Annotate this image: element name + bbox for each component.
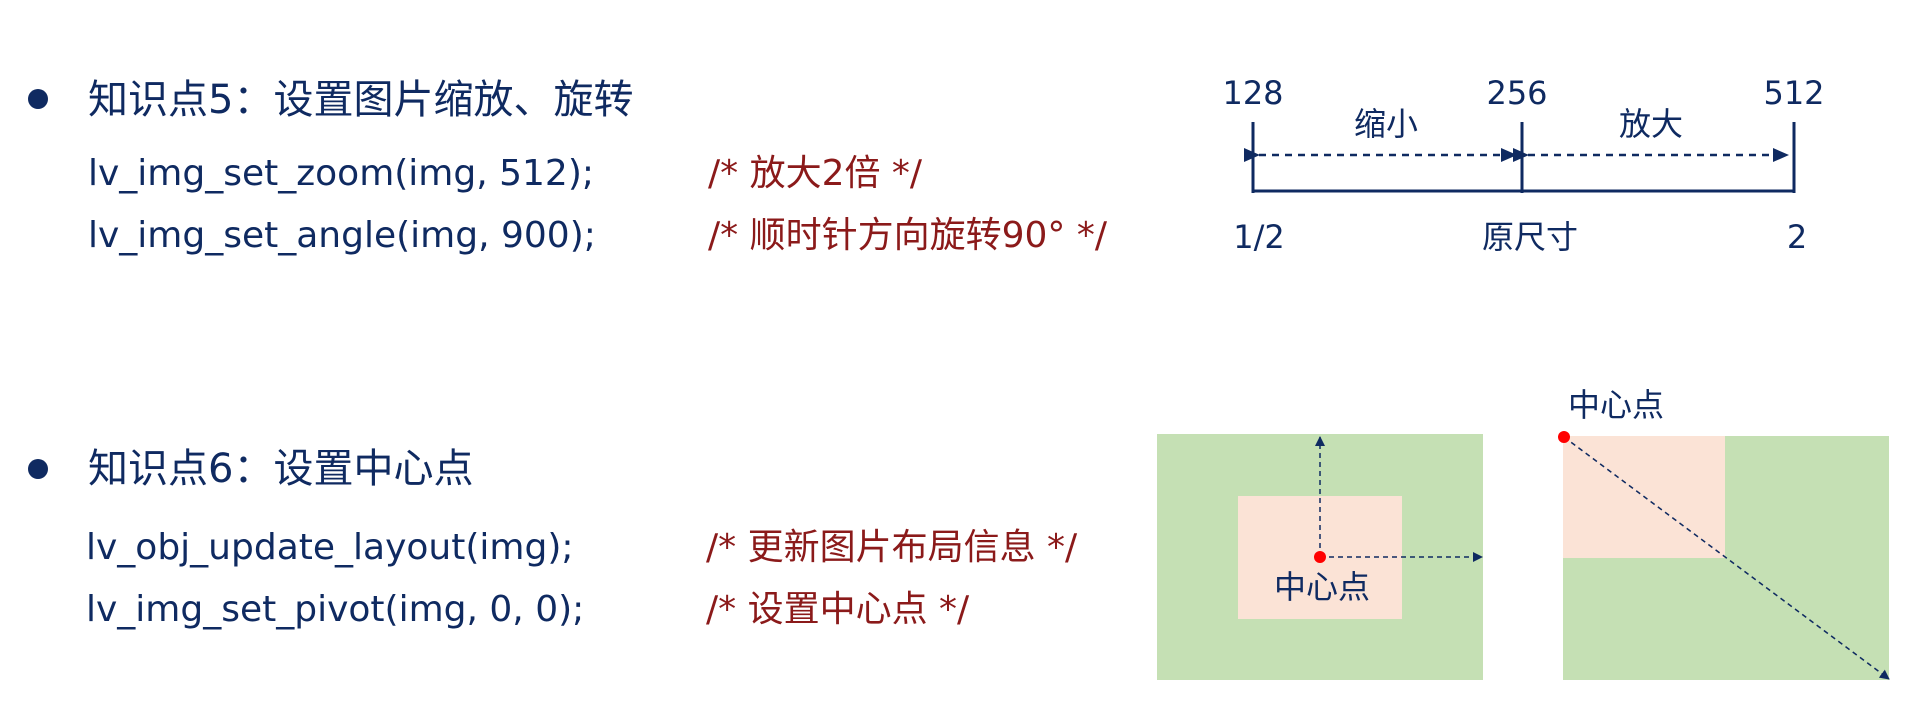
scale-label-original: 原尺寸	[1482, 218, 1578, 256]
pivot-diagonal-arrow	[1563, 436, 1890, 680]
bullet-section6	[28, 459, 48, 479]
zoom-value-256: 256	[1486, 74, 1547, 112]
pivot-center-dot	[1314, 551, 1326, 563]
section5-comment-line-1: /* 放大2倍 */	[708, 153, 923, 194]
bullet-section5	[28, 89, 48, 109]
section5-code-line-2: lv_img_set_angle(img, 900);	[88, 215, 596, 256]
section5-comment-line-2: /* 顺时针方向旋转90° */	[708, 215, 1107, 256]
scale-label-double: 2	[1787, 218, 1807, 256]
section6-code-line-1: lv_obj_update_layout(img);	[86, 527, 574, 568]
pivot-diagram-center: 中心点	[1157, 434, 1483, 680]
pivot-origin-dot	[1558, 431, 1570, 443]
scale-label-half: 1/2	[1233, 218, 1285, 256]
section6-code-line-2: lv_img_set_pivot(img, 0, 0);	[86, 589, 585, 630]
zoom-label-enlarge: 放大	[1619, 105, 1683, 143]
pivot-origin-label: 中心点	[1568, 386, 1664, 424]
section6-comment-line-2: /* 设置中心点 */	[706, 589, 970, 630]
section6-heading: 知识点6：设置中心点	[88, 446, 474, 492]
zoom-value-512: 512	[1763, 74, 1824, 112]
section5-code-line-1: lv_img_set_zoom(img, 512);	[88, 153, 595, 194]
zoom-scale-diagram: 128 256 512 缩小 放大 1/2 原尺寸 2	[1222, 74, 1824, 256]
pivot-center-label: 中心点	[1274, 568, 1370, 606]
pivot-diagram-origin: 中心点	[1558, 386, 1890, 680]
zoom-label-shrink: 缩小	[1354, 105, 1418, 143]
zoom-value-128: 128	[1222, 74, 1283, 112]
section5-heading: 知识点5：设置图片缩放、旋转	[88, 77, 634, 123]
section6-comment-line-1: /* 更新图片布局信息 */	[706, 527, 1078, 568]
